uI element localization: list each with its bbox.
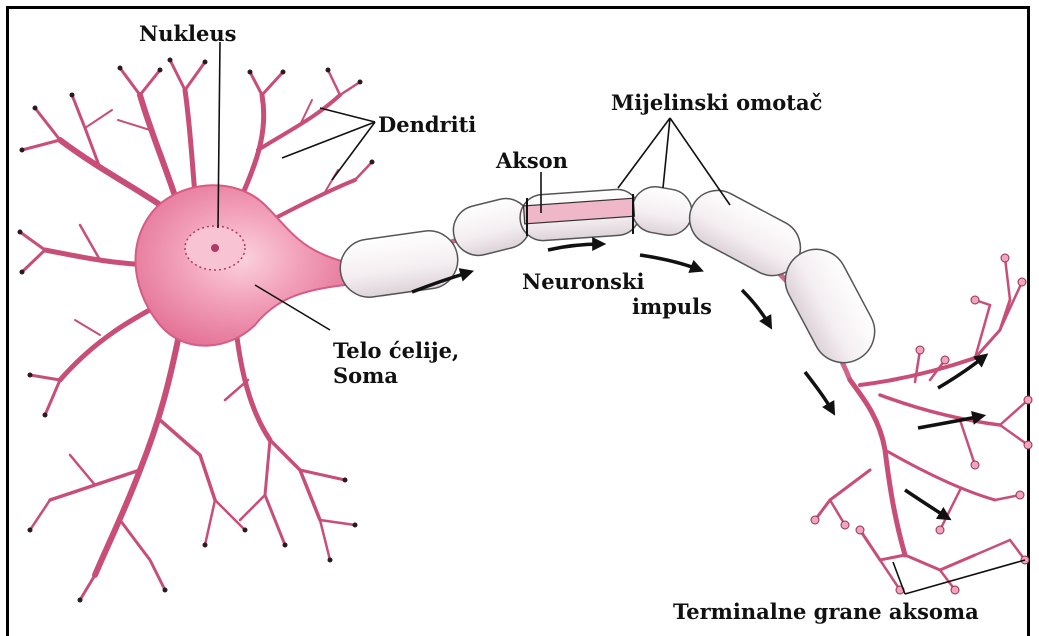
- label-nucleus: Nukleus: [139, 22, 236, 46]
- label-myelin-sheath: Mijelinski omotač: [611, 91, 822, 115]
- label-soma-line2: Soma: [333, 364, 398, 388]
- label-axon: Akson: [496, 149, 568, 173]
- impulse-arrows: [412, 244, 985, 518]
- nucleolus: [211, 244, 219, 252]
- label-axon-terminals: Terminalne grane aksoma: [673, 600, 979, 624]
- label-dendrites: Dendriti: [378, 113, 476, 137]
- leader-lines: [218, 42, 1025, 594]
- label-impulse-line1: Neuronski: [522, 270, 645, 294]
- cell-body: [136, 185, 345, 345]
- label-soma-line1: Telo ćelije,: [333, 339, 459, 363]
- label-impulse-line2: impuls: [632, 295, 712, 319]
